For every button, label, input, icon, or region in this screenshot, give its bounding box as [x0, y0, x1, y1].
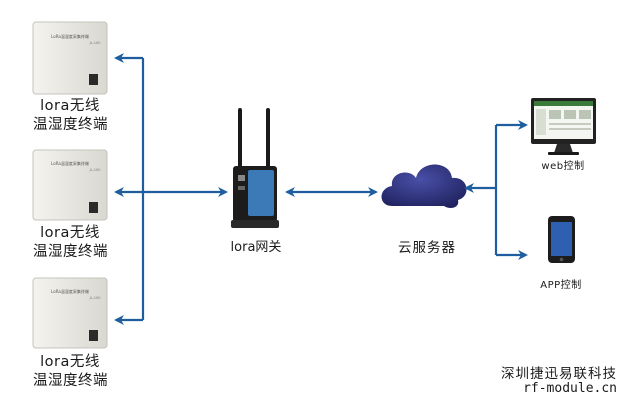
terminal-label-line2: 温湿度终端 — [33, 373, 108, 389]
gateway-label: lora网关 — [230, 240, 282, 255]
phone-icon — [548, 216, 575, 263]
terminal-device-1: LoRa温湿度采集终端 JL-100 — [32, 21, 108, 95]
terminal-device-model: JL-100 — [89, 41, 101, 45]
gateway-device — [231, 108, 279, 228]
terminal-label-line2: 温湿度终端 — [33, 244, 108, 260]
web-label: web控制 — [541, 161, 585, 172]
terminal-label-line1: lora无线 — [40, 98, 100, 114]
terminal-device-2: LoRa温湿度采集终端 JL-100 — [32, 149, 108, 221]
cloud-label: 云服务器 — [398, 240, 456, 256]
terminal-label-1: lora无线 温湿度终端 — [33, 97, 108, 135]
cloud-icon — [381, 164, 467, 208]
company-name: 深圳捷迅易联科技 — [501, 366, 617, 382]
terminal-label-line1: lora无线 — [40, 354, 100, 370]
terminal-device-text: LoRa温湿度采集终端 — [51, 160, 89, 166]
antenna-right — [266, 108, 270, 170]
monitor-icon — [531, 98, 596, 155]
terminal-device-text: LoRa温湿度采集终端 — [51, 288, 89, 294]
app-label: APP控制 — [540, 280, 582, 291]
terminal-device-model: JL-100 — [89, 168, 101, 172]
terminal-label-line1: lora无线 — [40, 225, 100, 241]
terminal-device-model: JL-100 — [89, 296, 101, 300]
gateway-panel — [248, 170, 274, 216]
cloud-bus-arrows — [464, 120, 528, 260]
terminal-device-text: LoRa温湿度采集终端 — [51, 33, 89, 39]
antenna-left — [238, 108, 242, 170]
terminal-label-3: lora无线 温湿度终端 — [33, 353, 108, 391]
terminal-label-2: lora无线 温湿度终端 — [33, 224, 108, 262]
website-url: rf-module.cn — [523, 381, 617, 396]
terminal-label-line2: 温湿度终端 — [33, 117, 108, 133]
terminal-bus-arrows — [114, 53, 228, 325]
terminal-device-3: LoRa温湿度采集终端 JL-100 — [32, 277, 108, 349]
